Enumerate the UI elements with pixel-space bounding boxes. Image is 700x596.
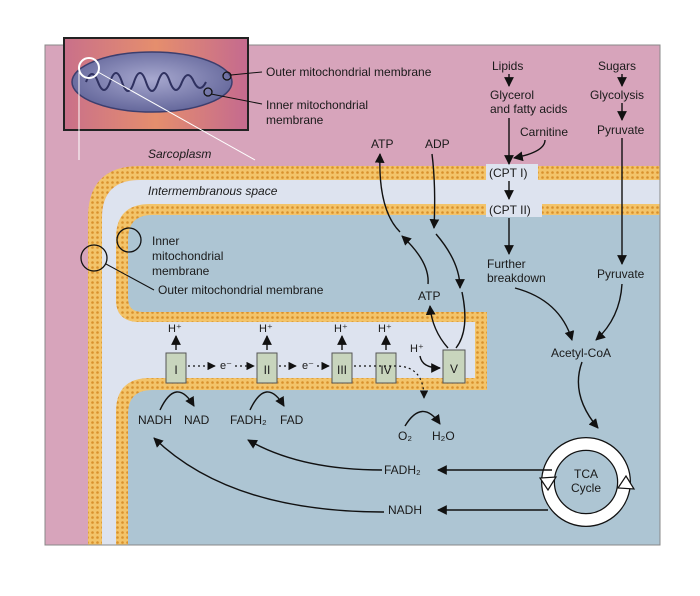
fad-label: FAD <box>280 413 304 427</box>
outer-membrane-label: Outer mitochondrial membrane <box>158 283 324 297</box>
complex-i <box>165 352 187 384</box>
atp-out-label: ATP <box>371 137 393 151</box>
glycerol-label-2: and fatty acids <box>490 102 567 116</box>
complex-iv-label: IV <box>380 363 391 377</box>
pyruvate-top-label: Pyruvate <box>597 123 645 137</box>
tca-label-1: TCA <box>574 467 598 481</box>
lipids-label: Lipids <box>492 59 523 73</box>
nadh-label: NADH <box>138 413 172 427</box>
complex-v-label: V <box>450 362 458 376</box>
intermembranous-space-label: Intermembranous space <box>148 184 278 198</box>
carnitine-label: Carnitine <box>520 125 568 139</box>
h-plus-3: H⁺ <box>334 323 348 335</box>
complex-v <box>442 349 466 384</box>
inset-inner-membrane-label-1: Inner mitochondrial <box>266 98 368 112</box>
complex-iv <box>375 352 397 384</box>
sugars-label: Sugars <box>598 59 636 73</box>
nad-label: NAD <box>184 413 210 427</box>
h-plus-2: H⁺ <box>259 323 273 335</box>
complex-ii <box>256 352 278 384</box>
further-breakdown-label-1: Further <box>487 257 526 271</box>
electron-label-1: e⁻ <box>220 360 232 372</box>
water-label: H₂O <box>432 429 455 443</box>
tca-fadh2-label: FADH₂ <box>384 463 421 477</box>
outer-membrane-callout-circle <box>80 244 108 272</box>
inset-outer-membrane-label: Outer mitochondrial membrane <box>266 65 432 79</box>
complex-ii-label: II <box>264 363 271 377</box>
tca-label-2: Cycle <box>571 481 601 495</box>
inner-membrane-label-3: membrane <box>152 264 210 278</box>
inner-membrane-label-2: mitochondrial <box>152 249 223 263</box>
fadh2-label: FADH₂ <box>230 413 267 427</box>
tca-cycle-icon <box>538 437 636 527</box>
inner-membrane-label-1: Inner <box>152 234 179 248</box>
inset-inner-membrane-label-2: membrane <box>266 113 324 127</box>
complex-i-label: I <box>174 363 177 377</box>
pyruvate-bottom-label: Pyruvate <box>597 267 645 281</box>
complex-iii <box>331 352 353 384</box>
acetyl-coa-label: Acetyl-CoA <box>551 346 611 360</box>
atp-in-label: ATP <box>418 289 440 303</box>
oxygen-label: O₂ <box>398 429 412 443</box>
matrix-region <box>128 215 660 545</box>
further-breakdown-label-2: breakdown <box>487 271 546 285</box>
cpt1-label: (CPT I) <box>489 166 527 180</box>
h-plus-4: H⁺ <box>378 323 392 335</box>
electron-label-2: e⁻ <box>302 360 314 372</box>
mitochondrion-inset <box>63 37 263 161</box>
cpt2-label: (CPT II) <box>489 203 531 217</box>
inset-zoom-circle <box>78 57 100 79</box>
mitochondrion-icon <box>71 51 233 113</box>
tca-nadh-label: NADH <box>388 503 422 517</box>
adp-label: ADP <box>425 137 450 151</box>
inner-membrane-callout-circle <box>116 227 142 253</box>
h-plus-1: H⁺ <box>168 323 182 335</box>
sarcoplasm-label: Sarcoplasm <box>148 147 211 161</box>
complex-iii-label: III <box>337 363 347 377</box>
glycerol-label-1: Glycerol <box>490 88 534 102</box>
glycolysis-label: Glycolysis <box>590 88 644 102</box>
h-plus-5: H⁺ <box>410 343 424 355</box>
